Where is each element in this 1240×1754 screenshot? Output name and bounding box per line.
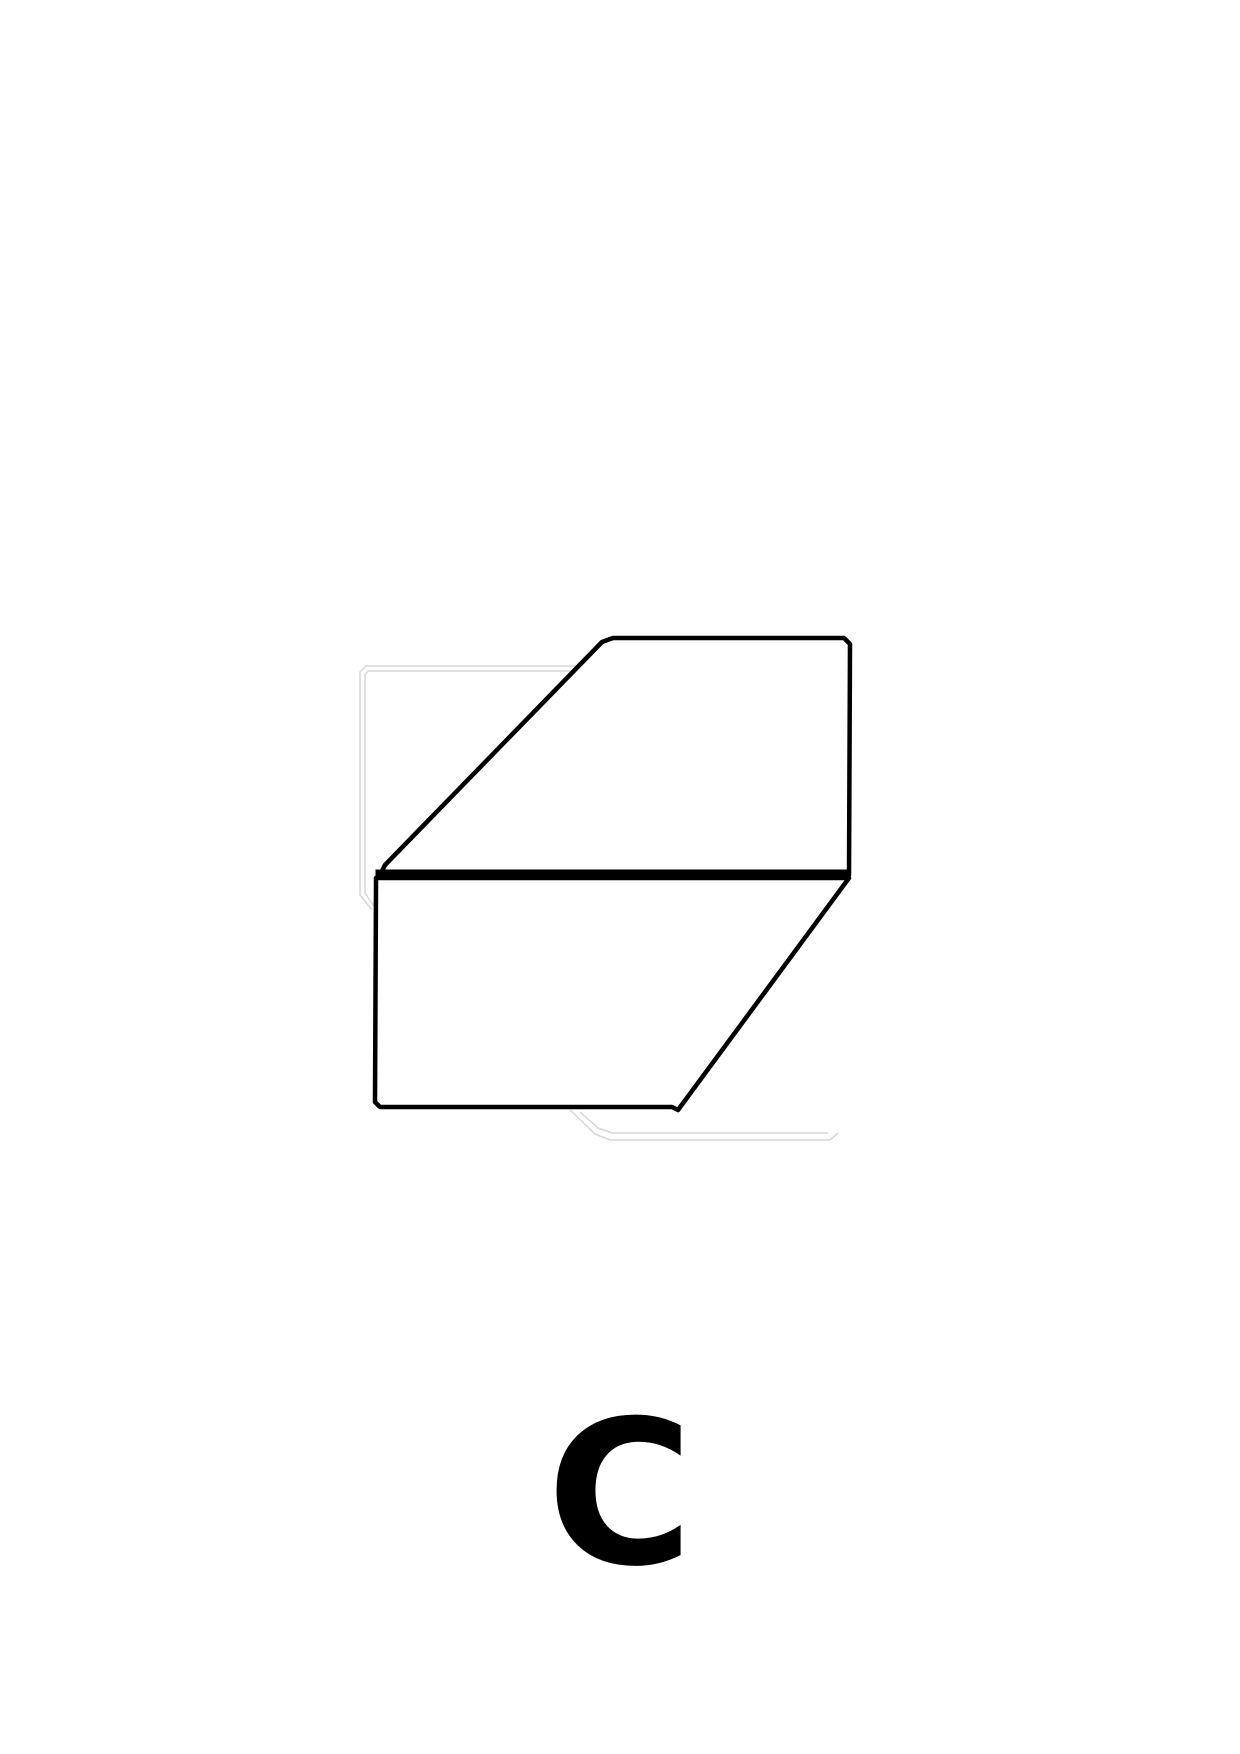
ghost-outline-lower-right — [569, 1109, 839, 1141]
lower-face — [372, 875, 852, 1113]
upper-face — [377, 635, 853, 878]
ghost-outline-upper-left — [359, 665, 600, 911]
ghost-outline-lower-right-inner — [579, 1111, 828, 1134]
ghost-outline — [359, 665, 839, 1141]
ghost-outline-upper-left-inner — [364, 670, 600, 907]
option-label: C — [546, 1378, 694, 1611]
